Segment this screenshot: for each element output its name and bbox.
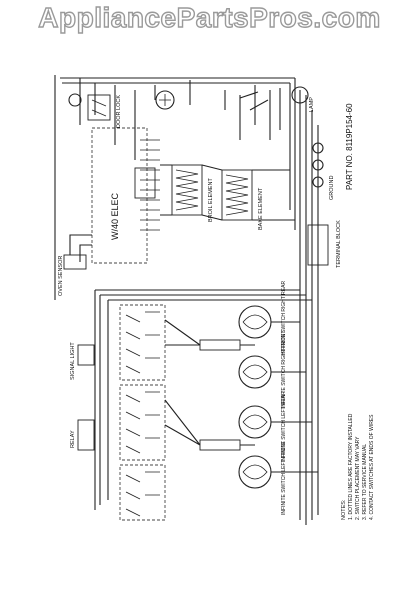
switch-right-front-label: INFINITE SWITCH RIGHT FRONT [281, 331, 287, 408]
switch-left-rear-box [119, 464, 166, 521]
surface-unit-left-front-coil [242, 464, 268, 480]
switch-to-connector-wires [164, 319, 255, 446]
oven-sensor-label: OVEN SENSOR [58, 256, 64, 296]
surface-bus [95, 289, 312, 301]
note-line: 4. CONTACT SWITCHES AT ENDS OF WIRES [369, 414, 375, 520]
note-line: 2. SWITCH PLACEMENT MAY VARY [355, 436, 361, 520]
terminal-l1-icon [312, 142, 324, 154]
surface-unit-left-rear-coil [242, 414, 268, 430]
broil-element-coil [175, 169, 199, 211]
lamp-label: LAMP [309, 97, 315, 112]
connector-right [199, 339, 241, 351]
signal-light-box [77, 344, 95, 366]
oven-sensor-leads [69, 234, 92, 262]
switch-left-rear-label: INFINITE SWITCH LEFT REAR [281, 391, 287, 462]
broil-element-label: BROIL ELEMENT [208, 178, 214, 222]
top-wiring [79, 78, 281, 160]
lamp-switch [239, 91, 269, 111]
switch-right-rear-label: INFINITE SWITCH RIGHT REAR [281, 281, 287, 355]
watermark: AppliancePartsPros.com [38, 1, 381, 33]
surface-unit-right-front-icon [238, 355, 272, 389]
bake-element-label: BAKE ELEMENT [258, 187, 264, 230]
relay-box [77, 419, 95, 451]
terminal-block-box [307, 224, 329, 266]
element-leads [160, 164, 295, 221]
surface-unit-right-front-coil [242, 364, 268, 380]
terminal-l2-icon [312, 176, 324, 188]
notes-block: NOTES: 1. DOTTED LINES ARE FACTORY INSTA… [341, 413, 375, 520]
signal-light-label: SIGNAL LIGHT [70, 342, 76, 380]
relay-label: RELAY [70, 430, 76, 448]
cooktop-lamp-icon [291, 86, 309, 104]
switch-left-front-label: INFINITE SWITCH LEFT FRONT [281, 441, 287, 515]
switch-left-rear-contacts [125, 471, 160, 517]
oven-lamp-icon [155, 90, 175, 110]
part-number: PART NO. 8119P154-60 [345, 103, 354, 190]
oven-lamp-filament [159, 94, 171, 106]
door-lock-switch-box [87, 94, 111, 121]
surface-feed-wires [94, 290, 319, 525]
surface-unit-right-rear-coil [242, 314, 268, 330]
surface-unit-right-rear-icon [238, 305, 272, 339]
broil-element-box [171, 164, 203, 216]
oven-sensor-box [63, 254, 87, 270]
note-line: 3. REFER TO SERVICE MANUAL [362, 444, 368, 520]
door-lock-label: DOOR LOCK [116, 95, 122, 128]
bake-element-box [221, 169, 253, 221]
switch-right-front-contacts [125, 391, 160, 454]
relay-block [134, 167, 156, 199]
switch-right-front-box [119, 384, 166, 461]
surface-unit-left-front-icon [238, 455, 272, 489]
bake-element-coil [225, 174, 249, 216]
switch-right-rear-contacts [125, 311, 160, 374]
note-line: NOTES: [341, 499, 347, 520]
door-lock-contacts [91, 99, 107, 117]
unit-leads [271, 321, 318, 473]
oven-control-label: W/40 ELEC [110, 192, 120, 240]
ground-label: GROUND [329, 176, 335, 200]
control-terminals [140, 139, 160, 231]
oven-control-board [91, 127, 148, 264]
terminal-neutral-icon [312, 159, 324, 171]
main-bus-rail [54, 75, 319, 300]
door-lock-motor-icon [68, 93, 82, 107]
note-line: 1. DOTTED LINES ARE FACTORY INSTALLED [348, 413, 354, 520]
terminal-block-label: TERMINAL BLOCK [336, 220, 342, 268]
connector-left [199, 439, 241, 451]
switch-right-rear-box [119, 304, 166, 381]
surface-unit-left-rear-icon [238, 405, 272, 439]
